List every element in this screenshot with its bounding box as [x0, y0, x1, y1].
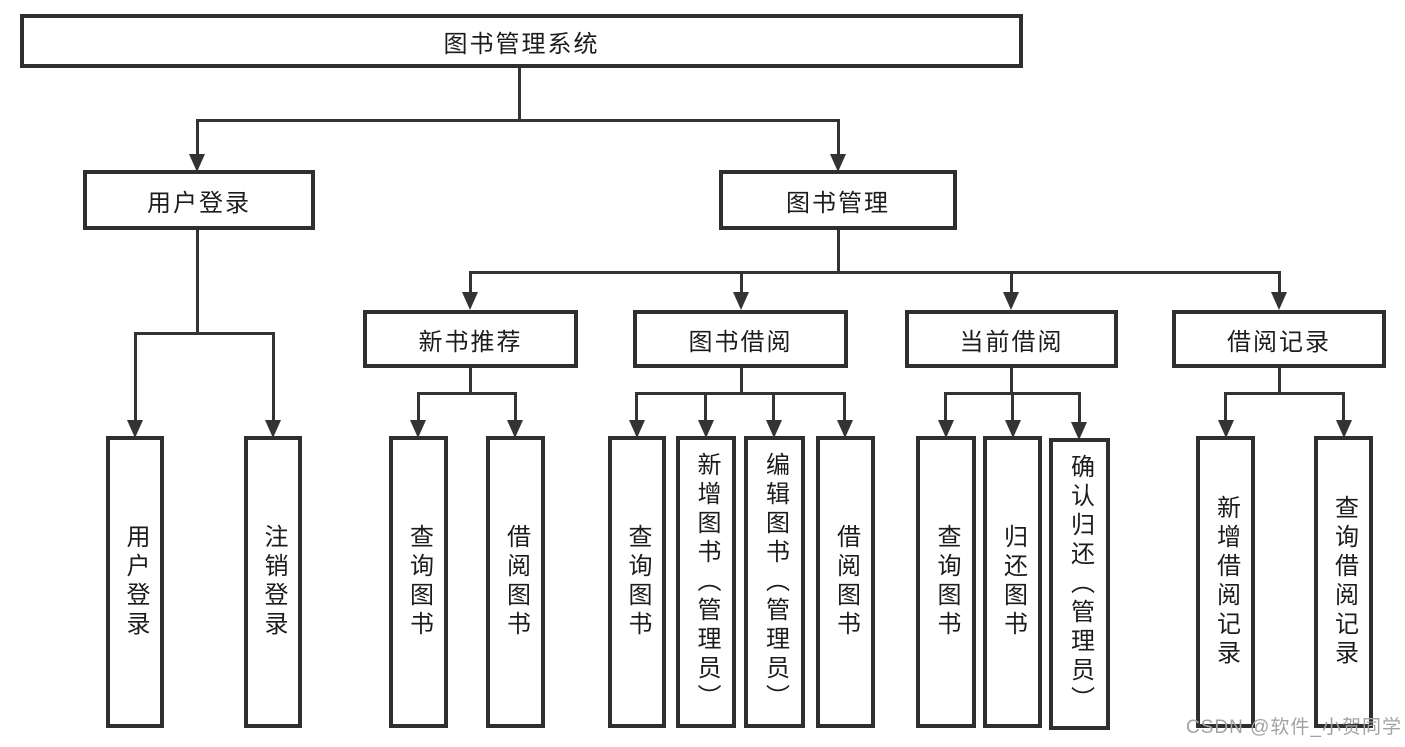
arrowhead-down-icon	[1271, 292, 1287, 310]
leaf-label: 查询图书	[405, 524, 433, 640]
arrowhead-down-icon	[837, 420, 853, 438]
leaf-label: 新增借阅记录	[1212, 495, 1240, 669]
leaf-edit-book-admin: 编辑图书（管理员）	[744, 436, 805, 728]
edge-root-stub	[518, 66, 521, 120]
node-borrow-record: 借阅记录	[1172, 310, 1386, 368]
leaf-confirm-return-admin: 确认归还（管理员）	[1049, 438, 1110, 730]
edge-userlogin-bus	[134, 332, 274, 335]
edge-drop-book-mgmt	[837, 119, 840, 158]
arrowhead-down-icon	[1003, 292, 1019, 310]
arrowhead-down-icon	[766, 420, 782, 438]
leaf-query-borrow-record: 查询借阅记录	[1314, 436, 1373, 728]
leaf-label: 查询借阅记录	[1330, 495, 1358, 669]
leaf-borrow-books: 借阅图书	[816, 436, 875, 728]
edge-drop	[843, 392, 846, 424]
edge-bus	[635, 392, 846, 395]
arrowhead-down-icon	[127, 420, 143, 438]
leaf-label: 编辑图书（管理员）	[761, 451, 789, 713]
edge-bus	[1224, 392, 1345, 395]
edge-drop	[1011, 392, 1014, 424]
node-new-book-recommend: 新书推荐	[363, 310, 578, 368]
edge-stub	[1278, 368, 1281, 395]
arrowhead-down-icon	[507, 420, 523, 438]
arrowhead-down-icon	[1218, 420, 1234, 438]
arrowhead-down-icon	[629, 420, 645, 438]
leaf-add-book-admin: 新增图书（管理员）	[676, 436, 736, 728]
edge-drop	[1224, 392, 1227, 424]
arrowhead-down-icon	[1005, 420, 1021, 438]
arrowhead-down-icon	[265, 420, 281, 438]
edge-drop	[417, 392, 420, 424]
arrowhead-down-icon	[462, 292, 478, 310]
arrowhead-down-icon	[1071, 422, 1087, 440]
leaf-add-borrow-record: 新增借阅记录	[1196, 436, 1255, 728]
leaf-return-books: 归还图书	[983, 436, 1042, 728]
arrowhead-down-icon	[698, 420, 714, 438]
edge-stub	[469, 368, 472, 395]
edge-level1-bus	[196, 119, 840, 122]
edge-bus	[417, 392, 517, 395]
edge-drop	[514, 392, 517, 424]
leaf-label: 确认归还（管理员）	[1066, 453, 1094, 715]
leaf-query-books-recommend: 查询图书	[389, 436, 448, 728]
edge-drop	[1342, 392, 1345, 424]
edge-drop	[1078, 392, 1081, 424]
leaf-query-books-current: 查询图书	[916, 436, 976, 728]
edge-level3-bus	[469, 271, 1281, 274]
arrowhead-down-icon	[733, 292, 749, 310]
arrowhead-down-icon	[938, 420, 954, 438]
node-current-borrow: 当前借阅	[905, 310, 1118, 368]
arrowhead-down-icon	[189, 154, 205, 172]
node-book-management-module: 图书管理	[719, 170, 957, 230]
edge-drop-user-login	[196, 119, 199, 158]
edge-stub	[1010, 368, 1013, 395]
node-user-login-module: 用户登录	[83, 170, 315, 230]
arrowhead-down-icon	[830, 154, 846, 172]
leaf-label: 归还图书	[999, 524, 1027, 640]
edge-userlogin-stub	[196, 230, 199, 334]
edge-bookmgmt-stub	[837, 230, 840, 274]
leaf-label: 注销登录	[260, 524, 287, 640]
leaf-label: 新增图书（管理员）	[693, 451, 720, 713]
edge-drop	[272, 332, 275, 424]
edge-drop	[944, 392, 947, 424]
csdn-watermark: CSDN @软件_小贺同学	[1186, 717, 1402, 738]
edge-stub	[740, 368, 743, 395]
leaf-query-books-borrow: 查询图书	[608, 436, 666, 728]
leaf-logout: 注销登录	[244, 436, 302, 728]
node-root-library-system: 图书管理系统	[20, 14, 1023, 68]
leaf-label: 用户登录	[122, 524, 149, 640]
edge-drop	[1010, 271, 1013, 296]
leaf-label: 查询图书	[933, 524, 960, 640]
node-book-borrow: 图书借阅	[633, 310, 848, 368]
arrowhead-down-icon	[1336, 420, 1352, 438]
edge-drop	[740, 271, 743, 296]
leaf-user-login: 用户登录	[106, 436, 164, 728]
leaf-borrow-books-recommend: 借阅图书	[486, 436, 545, 728]
leaf-label: 借阅图书	[502, 524, 530, 640]
edge-drop	[134, 332, 137, 424]
edge-drop	[635, 392, 638, 424]
edge-drop	[1278, 271, 1281, 296]
leaf-label: 借阅图书	[832, 524, 860, 640]
edge-drop	[469, 271, 472, 296]
edge-drop	[772, 392, 775, 424]
edge-drop	[704, 392, 707, 424]
leaf-label: 查询图书	[624, 524, 651, 640]
arrowhead-down-icon	[410, 420, 426, 438]
